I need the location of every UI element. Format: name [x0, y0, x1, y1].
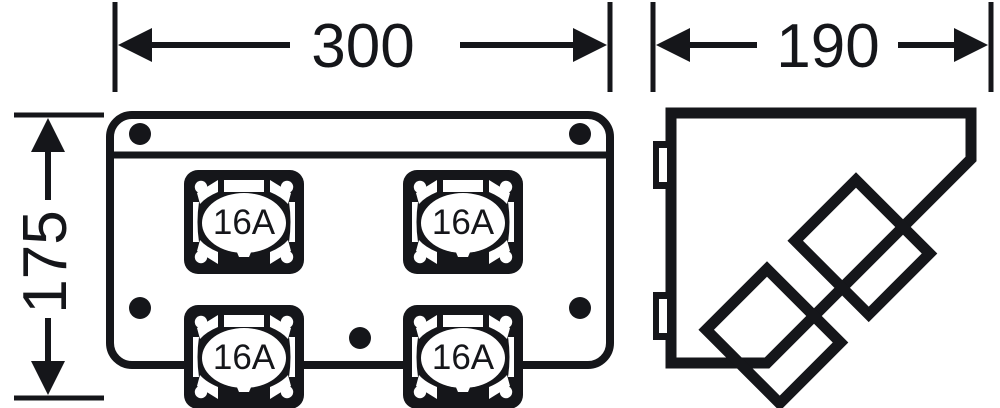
corner-screw-top-right — [569, 123, 591, 145]
arrowhead-left-190 — [656, 28, 690, 62]
arrowhead-right-190 — [954, 28, 988, 62]
arrowhead-right-300 — [573, 28, 607, 62]
dimension-label-190: 190 — [776, 12, 879, 81]
mounting-tab-upper — [653, 141, 675, 189]
socket-top-left[interactable]: 16A — [184, 170, 304, 274]
arrowhead-bottom-175 — [31, 361, 65, 395]
dimension-300: 300 — [112, 2, 613, 92]
socket-rating-label: 16A — [432, 338, 495, 377]
corner-screw-bottom-left — [129, 297, 151, 319]
front-view: 16A 16A 16A 16A — [106, 111, 614, 408]
arrowhead-top-175 — [31, 118, 65, 152]
socket-rating-label: 16A — [213, 338, 276, 377]
dimension-175: 175 — [11, 112, 104, 401]
dimension-190: 190 — [650, 2, 994, 92]
side-view — [653, 107, 977, 403]
socket-rating-label: 16A — [213, 203, 276, 242]
dimension-label-175: 175 — [11, 210, 80, 313]
mounting-tab-lower — [653, 292, 675, 340]
dimension-label-300: 300 — [311, 12, 414, 81]
corner-screw-bottom-right — [569, 297, 591, 319]
socket-rating-label: 16A — [432, 203, 495, 242]
socket-bottom-left[interactable]: 16A — [184, 305, 304, 408]
corner-screw-top-left — [129, 123, 151, 145]
arrowhead-left-300 — [118, 28, 152, 62]
center-screw — [349, 327, 371, 349]
socket-bottom-right[interactable]: 16A — [403, 305, 523, 408]
socket-top-right[interactable]: 16A — [403, 170, 523, 274]
